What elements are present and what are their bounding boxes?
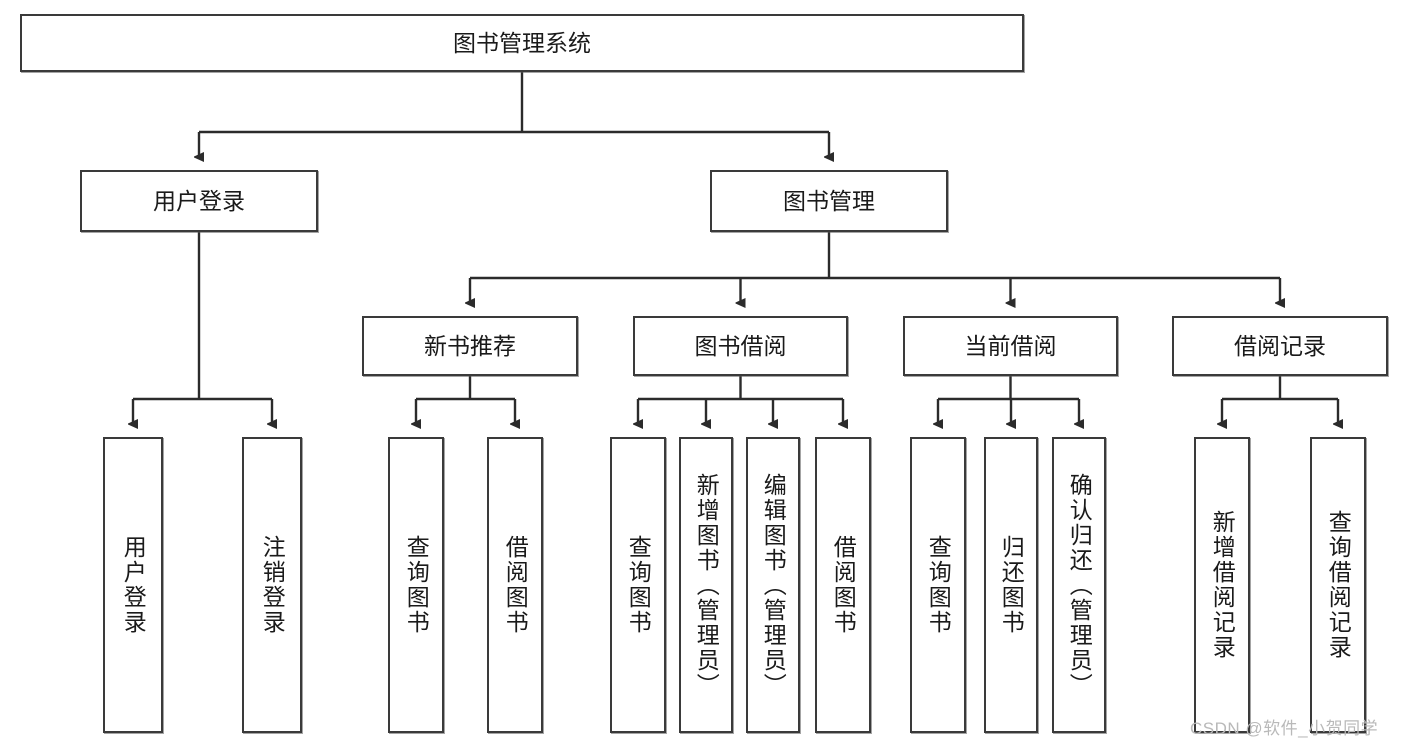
node-label: 用户登录 xyxy=(120,535,147,635)
node-leaf-edit-book[interactable]: 编辑图书（管理员） xyxy=(746,437,800,733)
node-leaf-borrow-book-2[interactable]: 借阅图书 xyxy=(815,437,871,733)
node-label: 归还图书 xyxy=(998,535,1025,635)
node-label: 借阅记录 xyxy=(1234,332,1326,359)
node-label: 查询图书 xyxy=(625,535,652,635)
node-leaf-borrow-book-1[interactable]: 借阅图书 xyxy=(487,437,543,733)
node-leaf-query-book-1[interactable]: 查询图书 xyxy=(388,437,444,733)
node-label: 查询图书 xyxy=(925,535,952,635)
node-current-borrow[interactable]: 当前借阅 xyxy=(903,316,1118,376)
node-leaf-query-record[interactable]: 查询借阅记录 xyxy=(1310,437,1366,733)
node-borrow-record[interactable]: 借阅记录 xyxy=(1172,316,1388,376)
node-label: 查询图书 xyxy=(403,535,430,635)
node-leaf-confirm-return[interactable]: 确认归还（管理员） xyxy=(1052,437,1106,733)
node-label: 查询借阅记录 xyxy=(1325,510,1352,660)
node-label: 当前借阅 xyxy=(964,332,1057,359)
node-leaf-add-book[interactable]: 新增图书（管理员） xyxy=(679,437,733,733)
node-leaf-query-book-2[interactable]: 查询图书 xyxy=(610,437,666,733)
node-label: 借阅图书 xyxy=(830,535,857,635)
node-leaf-logout[interactable]: 注销登录 xyxy=(242,437,302,733)
node-label: 图书管理系统 xyxy=(453,29,591,56)
node-root[interactable]: 图书管理系统 xyxy=(20,14,1024,72)
node-label: 用户登录 xyxy=(153,187,245,214)
node-book-borrow[interactable]: 图书借阅 xyxy=(633,316,848,376)
node-user-login[interactable]: 用户登录 xyxy=(80,170,318,232)
node-leaf-return-book[interactable]: 归还图书 xyxy=(984,437,1038,733)
node-label: 确认归还（管理员） xyxy=(1066,472,1093,698)
node-label: 图书管理 xyxy=(783,187,875,214)
node-label: 图书借阅 xyxy=(694,332,787,359)
node-label: 借阅图书 xyxy=(502,535,529,635)
node-leaf-query-book-3[interactable]: 查询图书 xyxy=(910,437,966,733)
node-label: 编辑图书（管理员） xyxy=(760,472,787,698)
csdn-watermark: CSDN @软件_小贺同学 xyxy=(1190,719,1379,738)
node-new-book-rec[interactable]: 新书推荐 xyxy=(362,316,578,376)
node-leaf-user-login[interactable]: 用户登录 xyxy=(103,437,163,733)
node-label: 新增借阅记录 xyxy=(1209,510,1236,660)
node-label: 新增图书（管理员） xyxy=(693,472,720,698)
node-label: 注销登录 xyxy=(259,535,286,635)
node-label: 新书推荐 xyxy=(424,332,516,359)
node-book-manage[interactable]: 图书管理 xyxy=(710,170,948,232)
node-leaf-add-record[interactable]: 新增借阅记录 xyxy=(1194,437,1250,733)
